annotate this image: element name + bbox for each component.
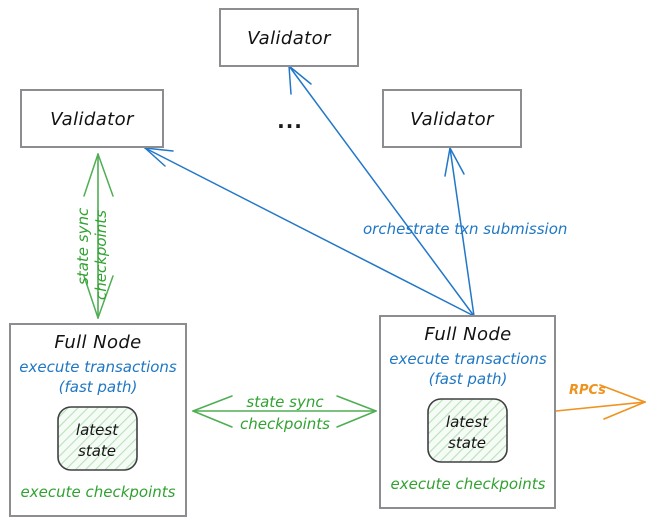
full-node-right-state-line-1: latest [446, 413, 489, 431]
full-node-left-blue-line-2: (fast path) [59, 378, 138, 396]
edge-fullnode-to-right-validator [444, 147, 475, 317]
edge-fullnode-to-left-validator [144, 147, 475, 317]
validator-right-label: Validator [410, 109, 495, 130]
validator-top-label: Validator [247, 28, 332, 49]
full-node-left-title: Full Node [54, 332, 141, 353]
full-node-right-green-line: execute checkpoints [391, 475, 546, 493]
validator-left[interactable]: Validator [20, 89, 164, 148]
node-sync-label: state sync checkpoints [240, 393, 330, 433]
validator-sync-label: state sync checkpoints [74, 207, 110, 300]
validator-top[interactable]: Validator [219, 8, 359, 67]
full-node-left-green-line: execute checkpoints [21, 483, 176, 501]
edge-rpcs-outbound [555, 384, 646, 420]
full-node-left-state-line-2: state [78, 442, 116, 460]
validator-sync-label-line1: state sync [74, 207, 92, 285]
edge-fullnode-to-top-validator [288, 65, 475, 317]
full-node-right-blue-line-2: (fast path) [429, 370, 508, 388]
edge-validator-fullnode-state-sync [83, 153, 114, 319]
validator-right-box[interactable] [382, 89, 522, 148]
full-node-left[interactable]: Full Node execute transactions (fast pat… [9, 323, 187, 517]
full-node-left-blue-line-1: execute transactions [19, 358, 177, 376]
validator-right[interactable]: Validator [382, 89, 522, 148]
full-node-right-blue-line-1: execute transactions [389, 350, 547, 368]
node-sync-label-line1: state sync [246, 393, 324, 411]
edge-fullnode-fullnode-state-sync [192, 395, 377, 428]
validator-sync-label-line2: checkpoints [92, 210, 110, 300]
full-node-right-state-line-2: state [448, 434, 486, 452]
node-sync-label-line2: checkpoints [240, 415, 330, 433]
full-node-right[interactable]: Full Node execute transactions (fast pat… [379, 315, 556, 509]
full-node-right-title: Full Node [424, 324, 511, 345]
rpcs-label: RPCs [569, 383, 606, 398]
validator-left-box[interactable] [20, 89, 164, 148]
full-node-left-latest-state-box[interactable] [57, 406, 138, 471]
validator-top-box[interactable] [219, 8, 359, 67]
full-node-right-latest-state-box[interactable] [427, 398, 508, 463]
validator-left-label: Validator [50, 109, 135, 130]
validators-ellipsis: ... [277, 109, 303, 133]
full-node-left-state-line-1: latest [76, 421, 119, 439]
orchestrate-label: orchestrate txn submission [363, 220, 567, 238]
